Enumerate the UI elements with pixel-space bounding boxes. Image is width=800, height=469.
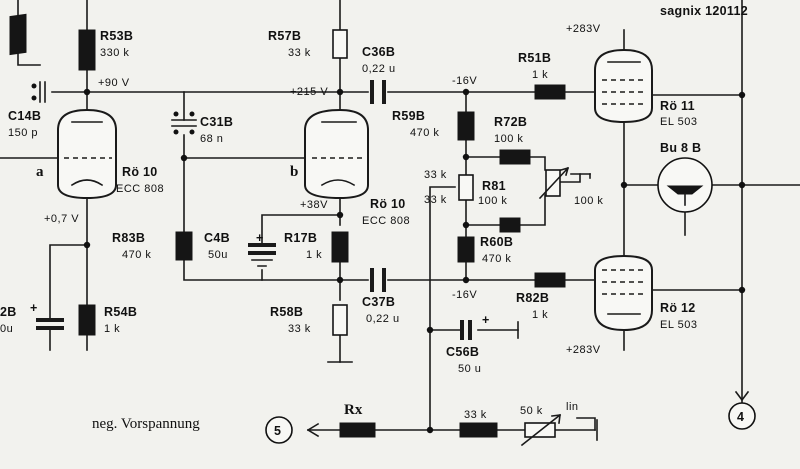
label-r57b: R57B [268,29,301,43]
label-r17b: R17B [284,231,317,245]
label-k33c: 33 k [464,409,487,421]
labels: sagnix 120112 R53B 330 k C14B 150 p +90 … [0,4,748,438]
label-r81: R81 [482,179,506,193]
label-r72b-value: 100 k [494,133,523,145]
label-el503b: EL 503 [660,319,697,331]
label-r57b-value: 33 k [288,47,311,59]
resistors-filled [9,13,566,438]
label-rx: Rx [344,402,363,418]
label-c37b: C37B [362,295,395,309]
label-c36b: C36B [362,45,395,59]
plus-c32b: + [30,301,38,315]
label-v283b: +283V [566,344,601,356]
wiring [0,0,800,441]
label-r72b: R72B [494,115,527,129]
node-b: b [290,164,298,180]
label-r54b-value: 1 k [104,323,120,335]
label-r58b: R58B [270,305,303,319]
label-lin: lin [566,401,579,413]
label-c37b-value: 0,22 u [366,313,400,325]
label-c56b-value: 50 u [458,363,481,375]
label-r58b-value: 33 k [288,323,311,335]
label-ecc808b: ECC 808 [362,215,410,227]
label-bu8b: Bu 8 B [660,141,701,155]
label-c32b-value-partial: 0u [0,323,13,335]
tube-ro10-a [57,108,117,200]
label-v38: +38V [300,199,328,211]
label-v90: +90 V [98,77,130,89]
label-c31b: C31B [200,115,233,129]
label-c4b: C4B [204,231,230,245]
label-m16b: -16V [452,289,477,301]
label-ro12: Rö 12 [660,301,696,315]
label-r54b: R54B [104,305,137,319]
magic-eye-bu8b [657,157,713,213]
label-neg-bias: neg. Vorspannung [92,416,200,432]
label-ro10b: Rö 10 [370,197,406,211]
tube-ro10-b [304,108,369,200]
plus-c56b: + [482,313,490,327]
label-r81-value: 100 k [478,195,507,207]
resistors-outline [332,29,570,447]
label-v07: +0,7 V [44,213,79,225]
node-a: a [36,164,44,180]
label-k100: 100 k [574,195,603,207]
label-r51b: R51B [518,51,551,65]
capacitors [31,80,591,340]
label-r59b: R59B [392,109,425,123]
label-r82b: R82B [516,291,549,305]
label-r53b: R53B [100,29,133,43]
label-r83b-value: 470 k [122,249,151,261]
tube-ro11 [594,48,653,124]
label-ro11: Rö 11 [660,99,695,113]
label-r82b-value: 1 k [532,309,548,321]
junction-dots [83,88,746,434]
label-k33b: 33 k [424,194,447,206]
terminal-4-label: 4 [737,410,744,424]
label-ro10a: Rö 10 [122,165,158,179]
label-c14b: C14B [8,109,41,123]
label-c14b-value: 150 p [8,127,38,139]
label-k50: 50 k [520,405,543,417]
label-r83b: R83B [112,231,145,245]
label-c31b-value: 68 n [200,133,223,145]
label-m16a: -16V [452,75,477,87]
terminals [265,402,756,444]
label-r53b-value: 330 k [100,47,129,59]
label-c32b-partial: 2B [0,305,17,319]
label-k33a: 33 k [424,169,447,181]
label-el503a: EL 503 [660,116,697,128]
watermark: sagnix 120112 [660,4,748,18]
label-r59b-value: 470 k [410,127,439,139]
label-r51b-value: 1 k [532,69,548,81]
label-r60b: R60B [480,235,513,249]
label-c36b-value: 0,22 u [362,63,396,75]
plus-c4b: + [256,231,264,245]
label-r60b-value: 470 k [482,253,511,265]
terminal-5-label: 5 [274,424,281,438]
label-c56b: C56B [446,345,479,359]
label-r17b-value: 1 k [306,249,322,261]
label-v215: +215 V [290,86,328,98]
label-c4b-value: 50u [208,249,228,261]
label-ecc808a: ECC 808 [116,183,164,195]
tube-ro12 [594,254,653,332]
label-v283a: +283V [566,23,601,35]
